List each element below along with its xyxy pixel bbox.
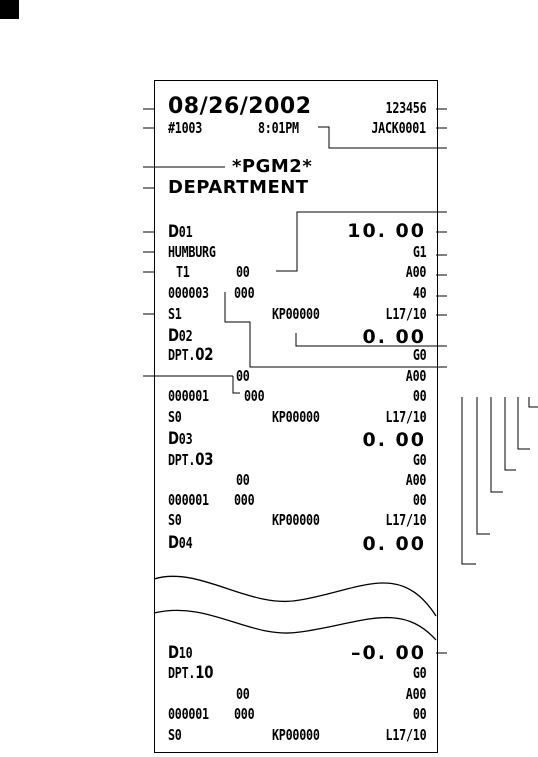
dept-code: D03 bbox=[168, 429, 193, 449]
dept-limit: 00 bbox=[412, 705, 426, 723]
dept-group: G1 bbox=[412, 243, 426, 261]
dept-code: D02 bbox=[168, 326, 193, 346]
machine-number: 123456 bbox=[385, 99, 426, 117]
dept-code: D10 bbox=[168, 643, 193, 663]
dept-qty-flag: 00 bbox=[236, 471, 250, 489]
receipt-time: 8:01PM bbox=[258, 119, 299, 137]
dept-amount: 0. 00 bbox=[362, 533, 426, 555]
dept-kp: KP00000 bbox=[272, 511, 320, 529]
dept-qty-flag: 00 bbox=[236, 685, 250, 703]
dept-kp: KP00000 bbox=[272, 726, 320, 744]
dept-name: DPT.02 bbox=[168, 345, 214, 365]
clerk-code: JACK0001 bbox=[371, 119, 427, 137]
dept-status: S0 bbox=[168, 511, 182, 529]
dept-qty-flag: 00 bbox=[236, 367, 250, 385]
dept-kp: KP00000 bbox=[272, 408, 320, 426]
dept-count: 000001 bbox=[168, 387, 209, 405]
dept-lr: L17/10 bbox=[385, 726, 426, 744]
dept-kp: KP00000 bbox=[272, 305, 320, 323]
dept-lr: L17/10 bbox=[385, 305, 426, 323]
dept-amount: 0. 00 bbox=[362, 326, 426, 348]
dept-limit: 40 bbox=[412, 284, 426, 302]
dept-age: A00 bbox=[405, 685, 427, 703]
section-title: DEPARTMENT bbox=[168, 177, 309, 198]
dept-group: G0 bbox=[412, 451, 426, 469]
dept-name: HUMBURG bbox=[168, 243, 216, 261]
dept-count: 000001 bbox=[168, 491, 209, 509]
dept-count2: 000 bbox=[234, 491, 255, 509]
dept-amount: 0. 00 bbox=[362, 429, 426, 451]
dept-count: 000001 bbox=[168, 705, 209, 723]
dept-status: S0 bbox=[168, 726, 182, 744]
dept-amount: –0. 00 bbox=[351, 642, 426, 664]
dept-lr: L17/10 bbox=[385, 408, 426, 426]
dept-tax: T1 bbox=[176, 263, 190, 281]
dept-count2: 000 bbox=[234, 284, 255, 302]
dept-code: D01 bbox=[168, 222, 193, 242]
dept-name: DPT.10 bbox=[168, 663, 214, 683]
dept-name: DPT.03 bbox=[168, 450, 214, 470]
dept-status: S0 bbox=[168, 408, 182, 426]
dept-code: D04 bbox=[168, 533, 193, 553]
dept-qty-flag: 00 bbox=[236, 263, 250, 281]
dept-age: A00 bbox=[405, 367, 427, 385]
dept-age: A00 bbox=[405, 263, 427, 281]
dept-limit: 00 bbox=[412, 491, 426, 509]
receipt-date: 08/26/2002 bbox=[168, 94, 312, 119]
consecutive-number: #1003 bbox=[168, 119, 203, 137]
dept-group: G0 bbox=[412, 346, 426, 364]
mode-title: *PGM2* bbox=[232, 156, 313, 177]
receipt-upper-section bbox=[154, 80, 438, 615]
dept-age: A00 bbox=[405, 471, 427, 489]
dept-count: 000003 bbox=[168, 284, 209, 302]
dept-count2: 000 bbox=[234, 705, 255, 723]
dept-status: S1 bbox=[168, 305, 182, 323]
dept-lr: L17/10 bbox=[385, 511, 426, 529]
dept-group: G0 bbox=[412, 664, 426, 682]
dept-limit: 00 bbox=[412, 387, 426, 405]
dept-amount: 10. 00 bbox=[347, 220, 426, 242]
corner-mark bbox=[0, 0, 19, 19]
dept-count2: 000 bbox=[244, 387, 265, 405]
